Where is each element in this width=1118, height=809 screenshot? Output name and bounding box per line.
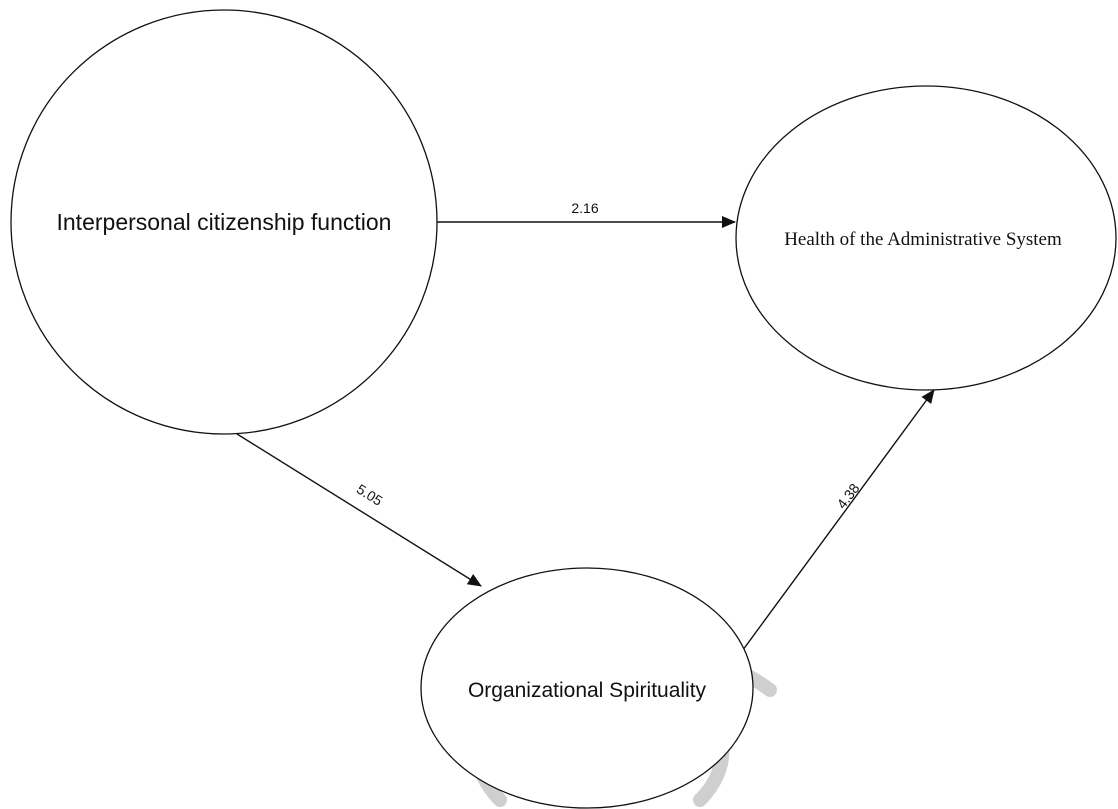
edge-label-2-16: 2.16 (571, 200, 598, 216)
node-interpersonal: Interpersonal citizenship function (10, 9, 438, 435)
edge-label-5-05: 5.05 (354, 481, 386, 509)
node-health: Health of the Administrative System (735, 85, 1117, 391)
node-spirituality-label: Organizational Spirituality (468, 679, 707, 702)
node-health-shape (735, 85, 1117, 391)
node-spirituality-shape (420, 567, 754, 809)
edge-spirituality-to-health (736, 389, 935, 659)
edges (236, 216, 935, 659)
edge-label-4-38: 4.38 (833, 480, 862, 512)
node-interpersonal-shape (10, 9, 438, 435)
node-health-label: Health of the Administrative System (784, 229, 1062, 250)
node-interpersonal-label: Interpersonal citizenship function (57, 209, 392, 235)
node-spirituality: Organizational Spirituality (420, 567, 754, 809)
edge-interpersonal-to-spirituality (236, 433, 482, 587)
